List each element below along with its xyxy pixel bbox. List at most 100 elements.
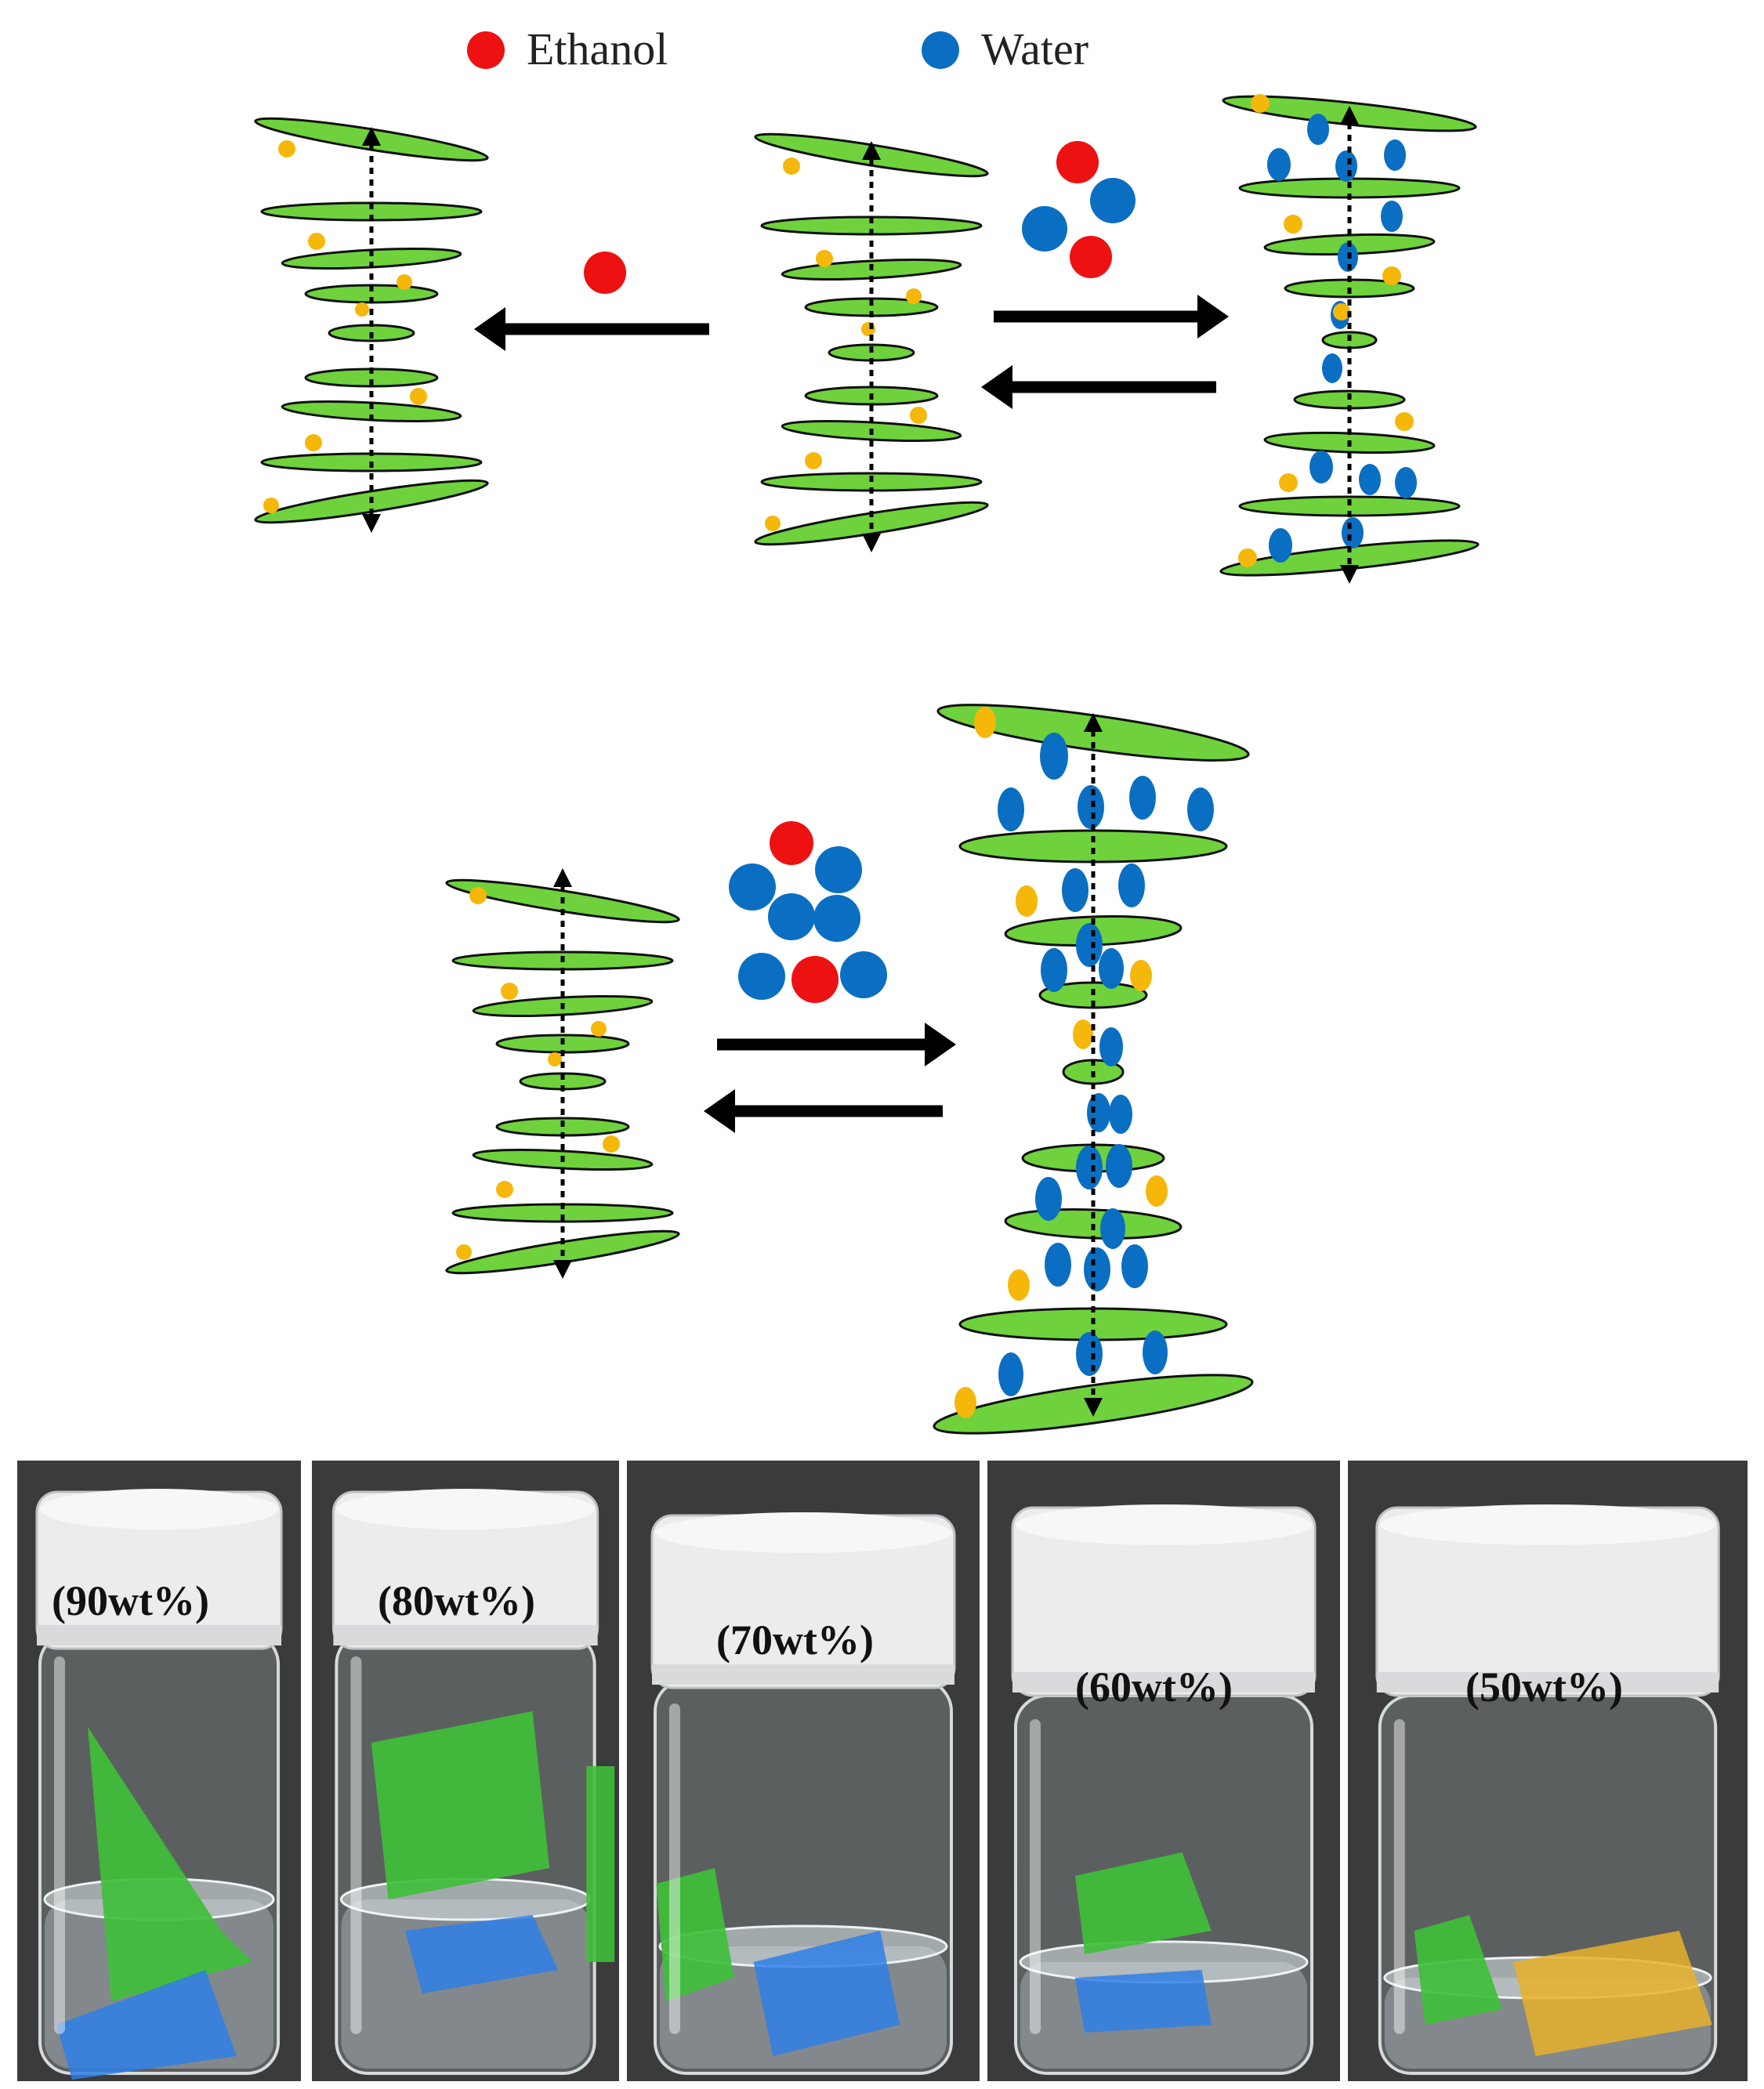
dopant-dot	[397, 274, 412, 290]
dopant-dot	[456, 1244, 472, 1260]
vial-photo-60: (60wt%)	[987, 1461, 1340, 2081]
water-molecule	[1269, 528, 1292, 563]
vial-illustration	[627, 1461, 980, 2081]
water-molecule	[1359, 464, 1381, 495]
vial-photo-70: (70wt%)	[627, 1461, 980, 2081]
dopant-dot	[469, 887, 487, 904]
process-arrows	[474, 295, 1229, 1133]
water-legend-dot	[922, 31, 959, 69]
water-molecule	[1035, 1177, 1062, 1221]
dopant-dot	[1008, 1269, 1030, 1301]
dopant-dot	[974, 707, 996, 738]
vial-illustration	[987, 1461, 1340, 2081]
dopant-dot	[1333, 303, 1350, 320]
cap-top	[336, 1489, 595, 1530]
dopant-dot	[1073, 1019, 1093, 1049]
water-molecule	[1118, 863, 1145, 907]
concentration-label: (70wt%)	[716, 1617, 874, 1664]
dopant-dot	[1130, 960, 1152, 991]
water-molecule	[1100, 1208, 1125, 1249]
vial-illustration	[312, 1461, 619, 2081]
water-molecule	[1099, 948, 1124, 989]
dopant-dot	[954, 1387, 976, 1418]
green-film	[656, 1868, 734, 2001]
water-molecule	[1078, 785, 1104, 829]
dopant-dot	[1251, 94, 1270, 113]
water-molecule	[1099, 1027, 1123, 1066]
vial-photo-80: (80wt%)	[312, 1461, 619, 2081]
dopant-dot	[783, 157, 800, 175]
green-label-strip	[586, 1766, 615, 1962]
water-molecule	[1090, 178, 1136, 223]
iridescent-blue-film	[405, 1915, 558, 1993]
water-molecule	[768, 893, 815, 940]
legend: Ethanol Water	[467, 24, 1088, 74]
green-film	[1414, 1915, 1503, 2025]
water-molecule	[1087, 1093, 1110, 1132]
water-molecule	[1335, 150, 1357, 182]
concentration-label: (80wt%)	[378, 1577, 535, 1624]
dopant-dot	[496, 1181, 513, 1198]
cap-ridge	[1376, 1672, 1719, 1693]
water-molecule	[1129, 776, 1156, 820]
cap-top	[39, 1489, 279, 1530]
water-molecule	[1187, 787, 1214, 831]
dopant-dot	[548, 1052, 562, 1066]
dopant-dot	[765, 516, 781, 531]
water-molecule	[1045, 1243, 1071, 1287]
helical-stacks	[254, 94, 1480, 1435]
water-molecule	[1381, 201, 1403, 232]
water-molecule	[1109, 1095, 1132, 1134]
concentration-label: (50wt%)	[1465, 1664, 1623, 1711]
iridescent-gold-film	[1513, 1931, 1712, 2056]
cap-ridge	[333, 1625, 598, 1645]
water-molecule	[813, 895, 860, 942]
reverse-arrow	[981, 365, 1216, 409]
cap-top	[1379, 1504, 1716, 1545]
vial-photo-50: (50wt%)	[1348, 1461, 1748, 2081]
axis-arrowhead-down	[362, 514, 381, 533]
cap-top	[1016, 1504, 1312, 1545]
dopant-dot	[1016, 885, 1038, 917]
iridescent-blue-film	[753, 1931, 900, 2056]
cap-ridge	[36, 1625, 282, 1645]
vial-photo-strip: (90wt%) (80wt%) (70wt%) (60wt%) (50wt%)	[0, 1442, 1764, 2089]
swelling-schematic: Ethanol Water	[254, 24, 1480, 1435]
green-film	[371, 1711, 550, 1899]
reverse-arrow	[704, 1089, 943, 1133]
glass-highlight	[1393, 1719, 1405, 2034]
water-molecule	[1307, 114, 1329, 145]
axis-arrowhead-up	[362, 127, 381, 146]
glass-highlight	[669, 1703, 680, 2034]
ethanol-legend-dot	[467, 31, 505, 69]
ethanol-molecule	[1070, 236, 1112, 278]
water-molecule	[998, 787, 1024, 831]
water-molecule	[1384, 139, 1406, 171]
water-molecule	[1342, 517, 1364, 548]
green-film	[88, 1727, 252, 2001]
water-molecule	[1041, 948, 1067, 992]
vial-photo-90: (90wt%)	[17, 1461, 301, 2081]
reverse-arrow	[474, 307, 709, 351]
dopant-dot	[501, 983, 518, 1000]
dopant-dot	[305, 434, 322, 451]
dopant-dot	[263, 498, 279, 513]
axis-arrowhead-up	[553, 868, 572, 887]
dopant-dot	[308, 233, 325, 250]
axis-arrowhead-down	[862, 534, 881, 552]
water-molecule	[1076, 1332, 1103, 1376]
dopant-dot	[1395, 412, 1414, 431]
axis-arrowhead-up	[1340, 106, 1359, 125]
cap-ridge	[1012, 1672, 1315, 1693]
liquid-surface	[339, 1877, 592, 1921]
ethanol-molecule	[1056, 141, 1099, 183]
water-molecule	[738, 953, 785, 1000]
ethanol-molecule	[584, 252, 626, 294]
axis-arrowhead-up	[1084, 713, 1103, 732]
axis-arrowhead-down	[1340, 565, 1359, 584]
iridescent-blue-film	[56, 1970, 237, 2080]
glass-highlight	[53, 1656, 65, 2034]
glass-highlight	[350, 1656, 362, 2034]
cholesteric-stack	[254, 117, 489, 533]
cap-ridge	[652, 1664, 954, 1685]
